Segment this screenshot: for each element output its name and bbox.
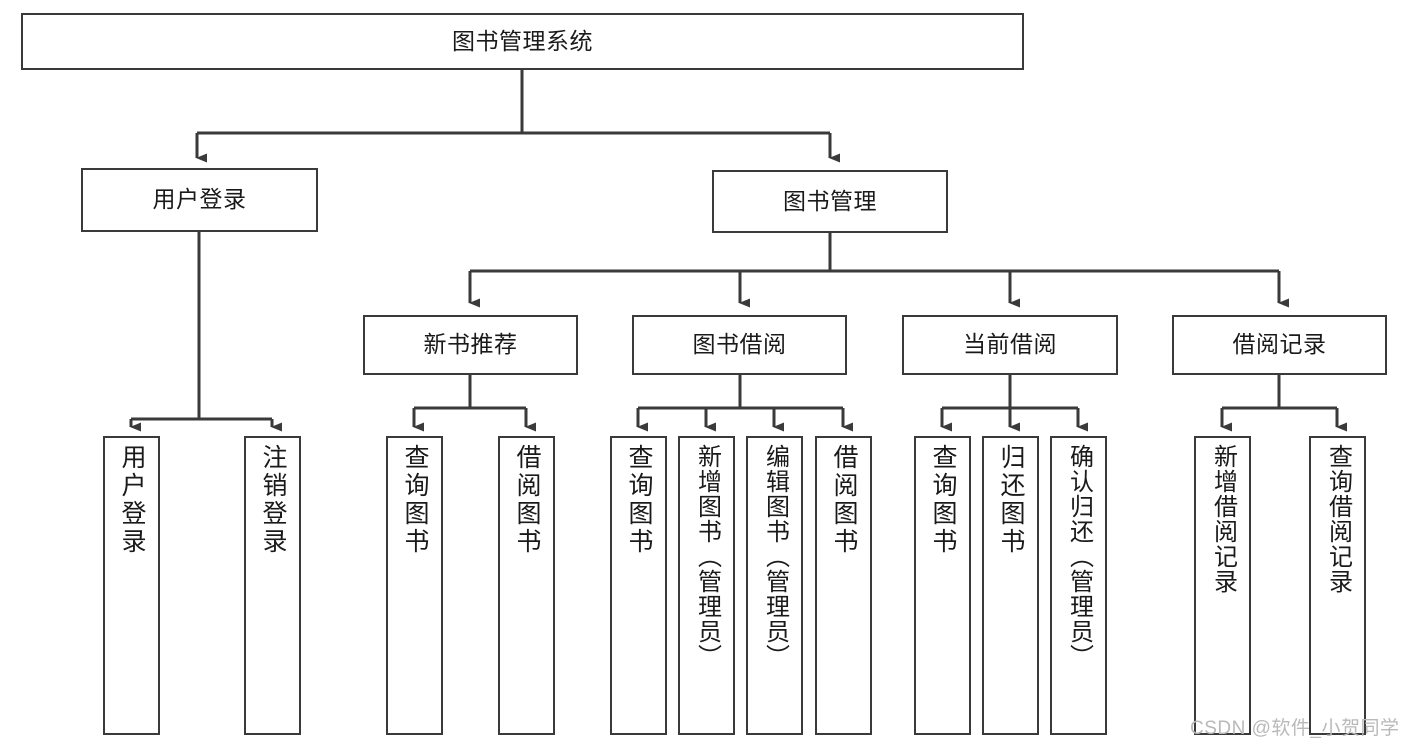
node-label: 查询图书: [929, 444, 957, 556]
node-new-book-recommend[interactable]: 新书推荐: [363, 315, 578, 375]
leaf-borrow-book-borrow[interactable]: 借阅图书: [815, 436, 872, 735]
leaf-query-book-borrow[interactable]: 查询图书: [610, 436, 667, 735]
node-label: 查询图书: [401, 444, 429, 556]
leaf-return-book[interactable]: 归还图书: [982, 436, 1039, 735]
node-label: 用户登录: [118, 444, 146, 556]
node-root-book-management-system[interactable]: 图书管理系统: [21, 13, 1024, 70]
leaf-query-borrow-record[interactable]: 查询借阅记录: [1309, 436, 1366, 735]
node-label: 图书管理: [783, 187, 877, 214]
node-label: 新书推荐: [423, 331, 518, 358]
node-label: 确认归还（管理员）: [1065, 444, 1093, 669]
node-label: 查询图书: [625, 444, 653, 556]
leaf-query-book-current[interactable]: 查询图书: [914, 436, 971, 735]
leaf-confirm-return-admin[interactable]: 确认归还（管理员）: [1050, 436, 1107, 735]
node-label: 注销登录: [259, 444, 287, 556]
node-book-management[interactable]: 图书管理: [712, 170, 948, 233]
leaf-add-borrow-record[interactable]: 新增借阅记录: [1194, 436, 1251, 735]
leaf-logout-login[interactable]: 注销登录: [244, 436, 301, 735]
node-current-borrow[interactable]: 当前借阅: [902, 315, 1118, 375]
node-user-login[interactable]: 用户登录: [81, 168, 318, 232]
node-label: 图书管理系统: [452, 27, 593, 54]
node-label: 查询借阅记录: [1324, 444, 1352, 594]
leaf-borrow-book-recommend[interactable]: 借阅图书: [498, 436, 555, 735]
leaf-user-login[interactable]: 用户登录: [103, 436, 160, 735]
watermark-text: CSDN @软件_小贺同学: [1190, 718, 1400, 739]
node-label: 借阅记录: [1232, 331, 1327, 358]
leaf-query-book-recommend[interactable]: 查询图书: [386, 436, 443, 735]
node-label: 编辑图书（管理员）: [761, 444, 789, 669]
node-label: 新增图书（管理员）: [693, 444, 721, 669]
node-label: 图书借阅: [692, 331, 787, 358]
node-label: 当前借阅: [963, 331, 1057, 358]
node-label: 新增借阅记录: [1209, 444, 1237, 594]
node-book-borrow[interactable]: 图书借阅: [632, 315, 847, 375]
node-label: 借阅图书: [830, 444, 858, 556]
leaf-add-book-admin[interactable]: 新增图书（管理员）: [678, 436, 735, 735]
node-borrow-record[interactable]: 借阅记录: [1172, 315, 1387, 375]
leaf-edit-book-admin[interactable]: 编辑图书（管理员）: [746, 436, 803, 735]
node-label: 借阅图书: [513, 444, 541, 556]
node-label: 用户登录: [152, 186, 247, 213]
node-label: 归还图书: [997, 444, 1025, 556]
